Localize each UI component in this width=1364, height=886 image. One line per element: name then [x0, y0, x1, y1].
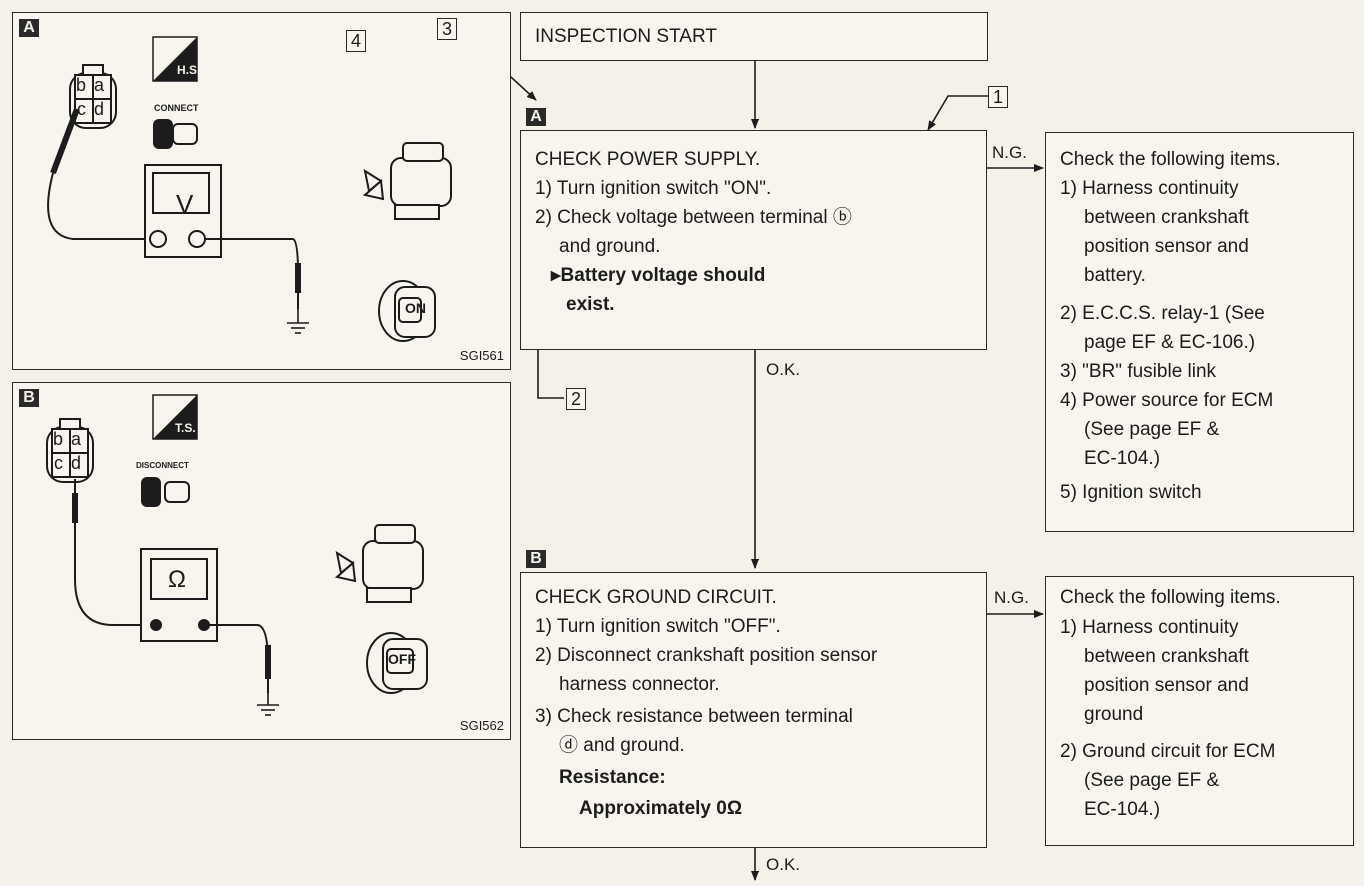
ng-a-line: battery. — [1084, 265, 1146, 286]
ng-b-box: Check the following items. 1) Harness co… — [1045, 576, 1354, 846]
step-b-line: 1) Turn ignition switch "OFF". — [535, 616, 781, 637]
ng-label-b: N.G. — [994, 588, 1029, 607]
ng-b-line: 2) Ground circuit for ECM — [1060, 741, 1276, 762]
step-b-result: Resistance: — [559, 767, 666, 788]
ng-b-line: between crankshaft — [1084, 646, 1249, 667]
inspection-start-box: INSPECTION START — [520, 12, 988, 61]
inspection-start-text: INSPECTION START — [535, 26, 717, 47]
step-a-line-2: 2) Check voltage between terminal ⓑ — [535, 207, 852, 228]
step-b-line: 2) Disconnect crankshaft position sensor — [535, 645, 878, 666]
callout-4: 4 — [346, 30, 366, 52]
step-a-line-3: and ground. — [559, 236, 661, 257]
ng-a-line: 5) Ignition switch — [1060, 482, 1202, 503]
connector-icon — [46, 418, 94, 483]
step-a-box: CHECK POWER SUPPLY. 1) Turn ignition swi… — [520, 130, 987, 350]
hs-badge-label: H.S. — [177, 63, 201, 77]
ng-label-a: N.G. — [992, 143, 1027, 162]
ts-badge-icon — [152, 394, 198, 440]
connect-label: CONNECT — [154, 103, 199, 113]
ng-a-title: Check the following items. — [1060, 149, 1281, 170]
ng-b-line: EC-104.) — [1084, 799, 1161, 820]
panel-b-tag: B — [19, 389, 39, 407]
voltmeter-icon — [144, 164, 222, 258]
panel-b-drawing — [46, 394, 428, 716]
panel-b-illustration: B Ω T.S. DISCON — [12, 382, 511, 740]
meter-symbol-v: V — [176, 189, 194, 219]
disconnect-plug-icon — [141, 477, 190, 507]
ng-a-line: between crankshaft — [1084, 207, 1249, 228]
disconnect-label: DISCONNECT — [136, 461, 189, 470]
step-b-title: CHECK GROUND CIRCUIT. — [535, 587, 777, 608]
panel-a-drawing — [47, 36, 452, 342]
callout-3: 3 — [437, 18, 457, 40]
panel-a-illustration: A — [12, 12, 511, 370]
ng-a-line: 1) Harness continuity — [1060, 178, 1239, 199]
ng-a-line: 4) Power source for ECM — [1060, 390, 1274, 411]
ignition-key-icon — [378, 280, 436, 342]
ng-a-line: page EF & EC-106.) — [1084, 332, 1256, 353]
step-a-tag: A — [526, 108, 546, 126]
step-a-line-1: 1) Turn ignition switch "ON". — [535, 178, 772, 199]
step-a-title: CHECK POWER SUPPLY. — [535, 149, 761, 170]
meter-symbol-ohm: Ω — [168, 566, 186, 593]
ok-label-b: O.K. — [766, 855, 801, 874]
ng-a-line: (See page EF & — [1084, 419, 1220, 440]
panel-a-code: SGI561 — [459, 348, 504, 363]
step-b-box: CHECK GROUND CIRCUIT. 1) Turn ignition s… — [520, 572, 987, 848]
callout-1: 1 — [988, 86, 1008, 108]
step-a-result-2: exist. — [566, 294, 615, 315]
step-b-line: harness connector. — [559, 674, 720, 695]
step-b-line: ⓓ and ground. — [559, 735, 685, 756]
panel-b-code: SGI562 — [459, 718, 504, 733]
ng-a-line: 3) "BR" fusible link — [1060, 361, 1217, 382]
engine-icon — [334, 524, 424, 603]
key-off-label: OFF — [388, 651, 416, 667]
step-a-result-1: ▸Battery voltage should — [551, 265, 766, 286]
ts-badge-label: T.S. — [175, 421, 196, 435]
step-b-tag: B — [526, 550, 546, 568]
hs-badge-icon — [152, 36, 198, 82]
ok-label-a: O.K. — [766, 360, 801, 379]
ng-a-box: Check the following items. 1) Harness co… — [1045, 132, 1354, 532]
ng-a-line: position sensor and — [1084, 236, 1249, 257]
step-b-result: Approximately 0Ω — [579, 798, 743, 819]
engine-icon — [362, 142, 452, 220]
ng-a-line: 2) E.C.C.S. relay-1 (See — [1060, 303, 1265, 324]
ng-b-title: Check the following items. — [1060, 587, 1281, 608]
key-on-label: ON — [405, 300, 426, 316]
ng-b-line: position sensor and — [1084, 675, 1249, 696]
ng-b-line: ground — [1084, 704, 1144, 725]
callout-2: 2 — [566, 388, 586, 410]
ng-b-line: 1) Harness continuity — [1060, 617, 1239, 638]
ohmmeter-icon — [140, 548, 218, 642]
ng-b-line: (See page EF & — [1084, 770, 1220, 791]
callout-1-leader — [927, 95, 988, 131]
ng-a-line: EC-104.) — [1084, 448, 1161, 469]
connector-icon — [69, 64, 117, 129]
connect-plug-icon — [153, 119, 198, 149]
panel-a-tag: A — [19, 19, 39, 37]
step-b-line: 3) Check resistance between terminal — [535, 706, 853, 727]
ignition-key-icon — [366, 632, 428, 694]
